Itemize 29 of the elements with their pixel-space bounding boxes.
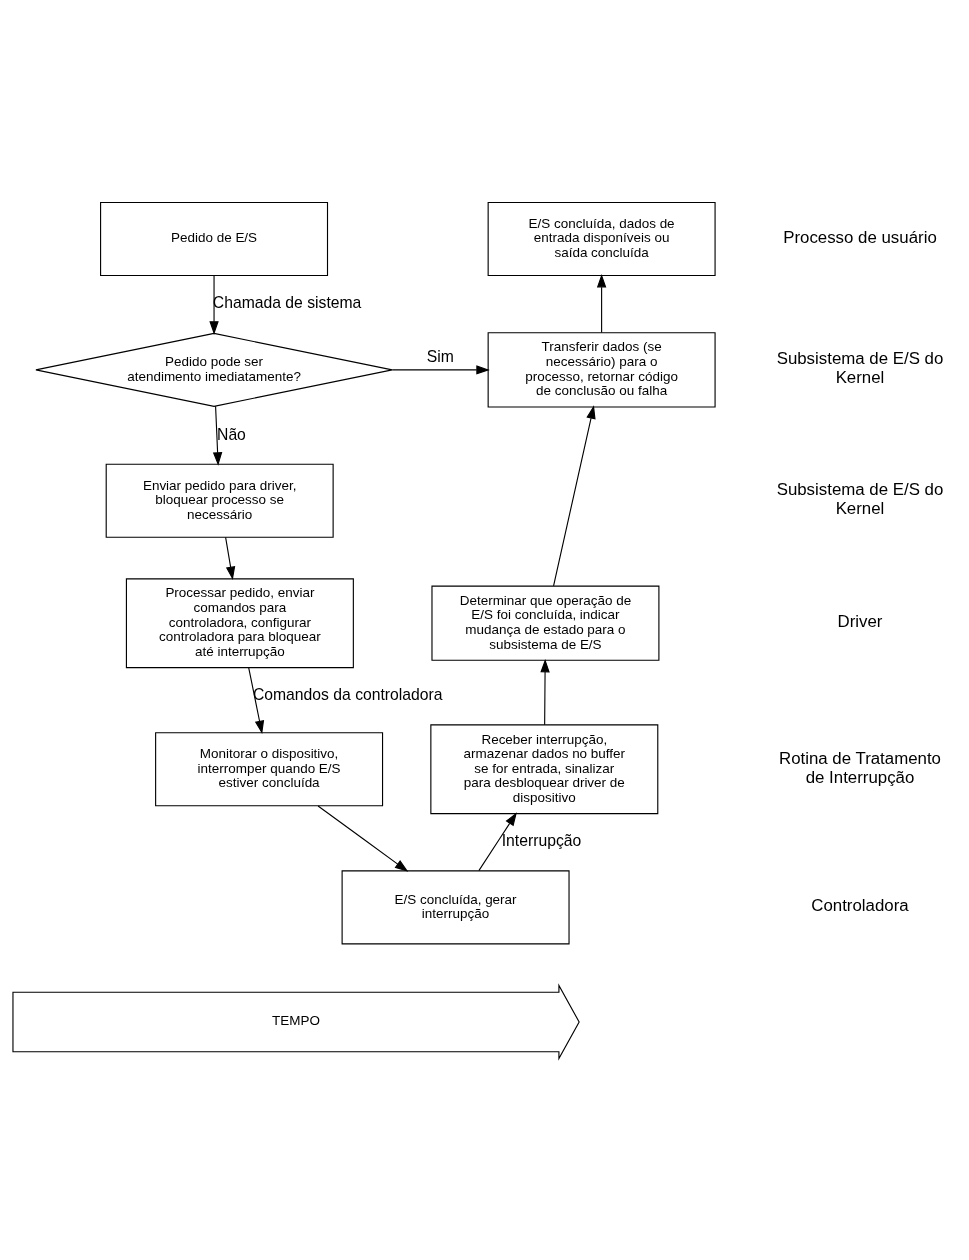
edge-label: Não — [217, 425, 246, 443]
arrow — [596, 273, 607, 333]
label: Subsistema de E/S do Kernel — [776, 479, 944, 518]
node-box: Pedido de E/S — [100, 201, 329, 276]
edge-label: Interrupção — [501, 831, 582, 849]
arrow — [248, 666, 265, 734]
label: Subsistema de E/S do Kernel — [776, 348, 944, 387]
node-box: Monitorar o dispositivo, interromper quando E/S estiver concluída — [155, 731, 384, 806]
arrow — [317, 805, 409, 872]
node-box: Processar pedido, enviar comandos para controladora, configurar controladora para bloquear até interrupção — [125, 577, 354, 668]
node-box: E/S concluída, gerar interrupção — [341, 869, 570, 944]
node-box: Determinar que operação de E/S foi concluída, indicar mudança de estado para o subsistema de E/S — [431, 585, 660, 661]
arrow — [540, 658, 550, 725]
edge-label: Sim — [426, 347, 454, 365]
label: Driver — [837, 611, 883, 631]
node-box: E/S concluída, dados de entrada disponíveis ou saída concluída — [487, 201, 716, 276]
arrow — [225, 536, 236, 580]
arrow — [209, 274, 219, 335]
node-box: Transferir dados (se necessário) para o processo, retornar código de conclusão ou falha — [487, 331, 716, 407]
arrow — [553, 404, 596, 586]
label: Processo de usuário — [783, 227, 937, 247]
label: Controladora — [811, 895, 909, 915]
node-box: Receber interrupção, armazenar dados no buffer se for entrada, sinalizar para desbloquear driver de dispositivo — [430, 723, 659, 814]
arrow — [212, 405, 223, 466]
node-diamond: Pedido pode ser atendimento imediatamente? — [35, 332, 393, 407]
node-box: Enviar pedido para driver, bloquear processo se necessário — [105, 463, 334, 538]
label: Rotina de Tratamento de Interrupção — [779, 748, 941, 787]
arrow — [478, 811, 517, 871]
arrow — [391, 364, 490, 375]
